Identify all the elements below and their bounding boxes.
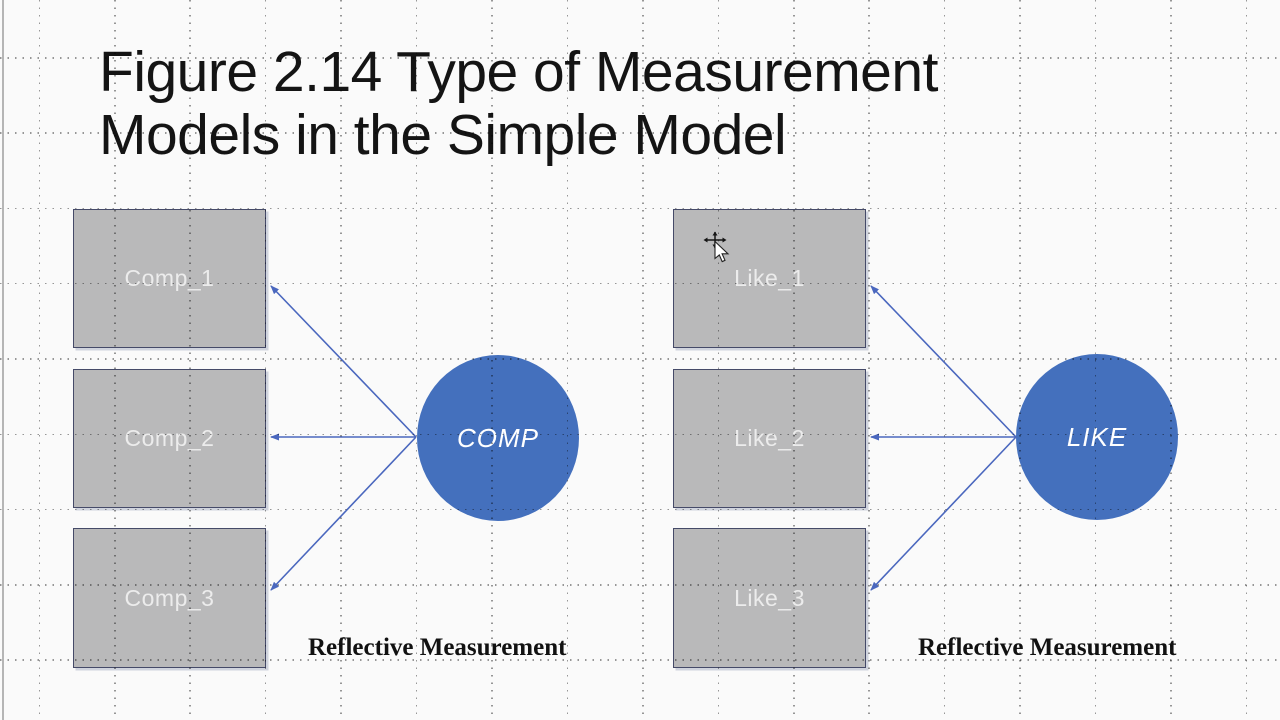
construct-label: LIKE — [1066, 421, 1128, 452]
construct-circle-comp[interactable]: COMP — [417, 355, 579, 521]
arrow-comp-to-comp3 — [270, 436, 417, 591]
indicator-label: Comp_1 — [124, 265, 215, 291]
arrow-comp-to-comp1 — [270, 285, 417, 438]
arrow-like-to-like3 — [870, 436, 1017, 591]
indicator-box-comp-2[interactable]: Comp_2 — [73, 369, 266, 508]
measurement-caption-right: Reflective Measurement — [918, 634, 1177, 661]
indicator-box-comp-3[interactable]: Comp_3 — [73, 528, 266, 668]
indicator-label: Like_3 — [734, 584, 805, 611]
construct-label: COMP — [457, 422, 539, 453]
canvas-left-edge — [2, 0, 4, 720]
indicator-box-like-1[interactable]: Like_1 — [673, 209, 866, 348]
indicator-label: Comp_3 — [124, 584, 215, 611]
indicator-label: Comp_2 — [124, 425, 215, 451]
indicator-label: Like_2 — [734, 425, 805, 451]
indicator-label: Like_1 — [734, 265, 805, 291]
indicator-box-like-2[interactable]: Like_2 — [673, 369, 866, 508]
measurement-caption-left: Reflective Measurement — [308, 634, 567, 661]
page-title-line2: Models in the Simple Model — [99, 103, 787, 167]
construct-circle-like[interactable]: LIKE — [1016, 354, 1178, 520]
indicator-box-like-3[interactable]: Like_3 — [673, 528, 866, 668]
page-title: Figure 2.14 Type of Measurement Models i… — [99, 41, 938, 167]
page-title-line1: Figure 2.14 Type of Measurement — [99, 40, 938, 104]
indicator-box-comp-1[interactable]: Comp_1 — [73, 209, 266, 348]
arrow-like-to-like1 — [870, 285, 1017, 438]
